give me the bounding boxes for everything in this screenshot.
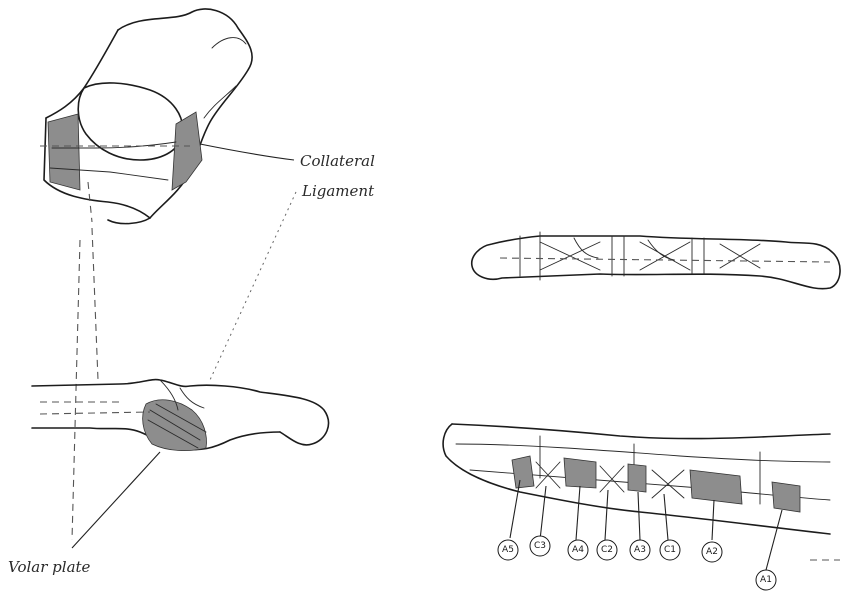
pulley-label-c2: C2 [597, 540, 617, 560]
finger-palmar-view [472, 232, 840, 289]
flexed-joint-drawing [40, 9, 252, 224]
guide-line-left [72, 240, 80, 540]
finger-lateral-view [443, 424, 840, 560]
svg-text:C2: C2 [601, 545, 613, 555]
pulley-label-c1: C1 [660, 540, 680, 560]
volar-plate-label: Volar plate [8, 452, 160, 576]
guide-line-mid [92, 228, 98, 380]
pulley-label-c3: C3 [530, 536, 550, 556]
volar-plate-text: Volar plate [8, 558, 91, 576]
collateral-label-line2: Ligament [301, 182, 375, 200]
svg-text:C1: C1 [664, 545, 676, 555]
collateral-ligament-label: Collateral Ligament [200, 144, 375, 380]
pulley-label-a3: A3 [630, 540, 650, 560]
svg-text:A2: A2 [706, 547, 718, 557]
svg-text:A5: A5 [502, 545, 514, 555]
svg-text:C3: C3 [534, 541, 546, 551]
svg-text:A4: A4 [572, 545, 584, 555]
collateral-label-line1: Collateral [300, 152, 375, 170]
svg-text:A1: A1 [760, 575, 772, 585]
pulley-label-a1: A1 [756, 570, 776, 590]
pulley-labels: A5 C3 A4 C2 A3 C1 A2 A1 [498, 536, 776, 590]
svg-text:A3: A3 [634, 545, 646, 555]
pulley-label-a2: A2 [702, 542, 722, 562]
pulley-label-a4: A4 [568, 540, 588, 560]
pulley-label-a5: A5 [498, 540, 518, 560]
